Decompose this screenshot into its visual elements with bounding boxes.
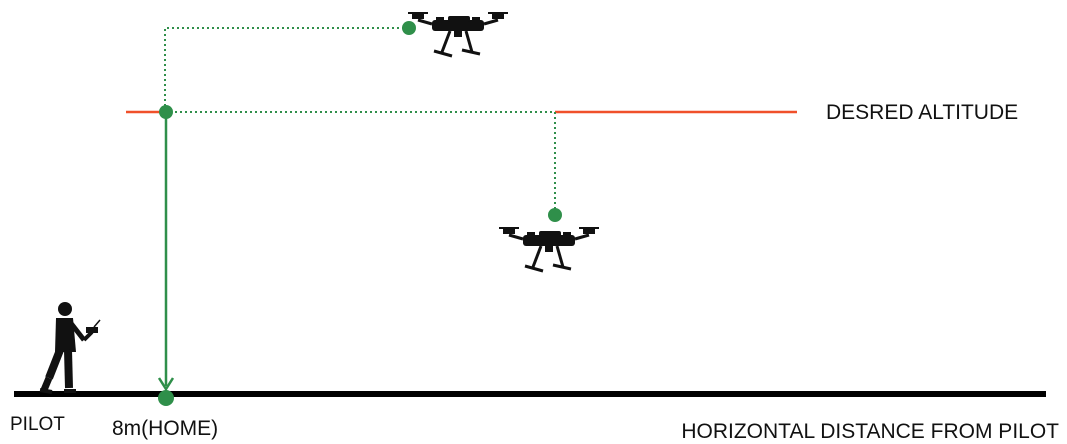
desired-altitude-label: DESRED ALTITUDE (826, 101, 1019, 124)
path-high-drone (164, 27, 409, 112)
waypoint-low-drone (548, 208, 562, 222)
home-label: 8m(HOME) (112, 417, 219, 440)
waypoint-altitude-junction (159, 105, 173, 119)
x-axis-label: HORIZONTAL DISTANCE FROM PILOT (681, 420, 1059, 443)
drone-icon (497, 226, 601, 273)
path-low-drone (166, 111, 556, 214)
pilot-icon (39, 302, 101, 394)
pilot-label: PILOT (10, 414, 65, 435)
descent-arrow-head (157, 377, 175, 392)
drone-icon (406, 11, 510, 58)
ground-line (14, 391, 1046, 397)
waypoint-high-drone (402, 21, 416, 35)
home-point (158, 390, 174, 406)
